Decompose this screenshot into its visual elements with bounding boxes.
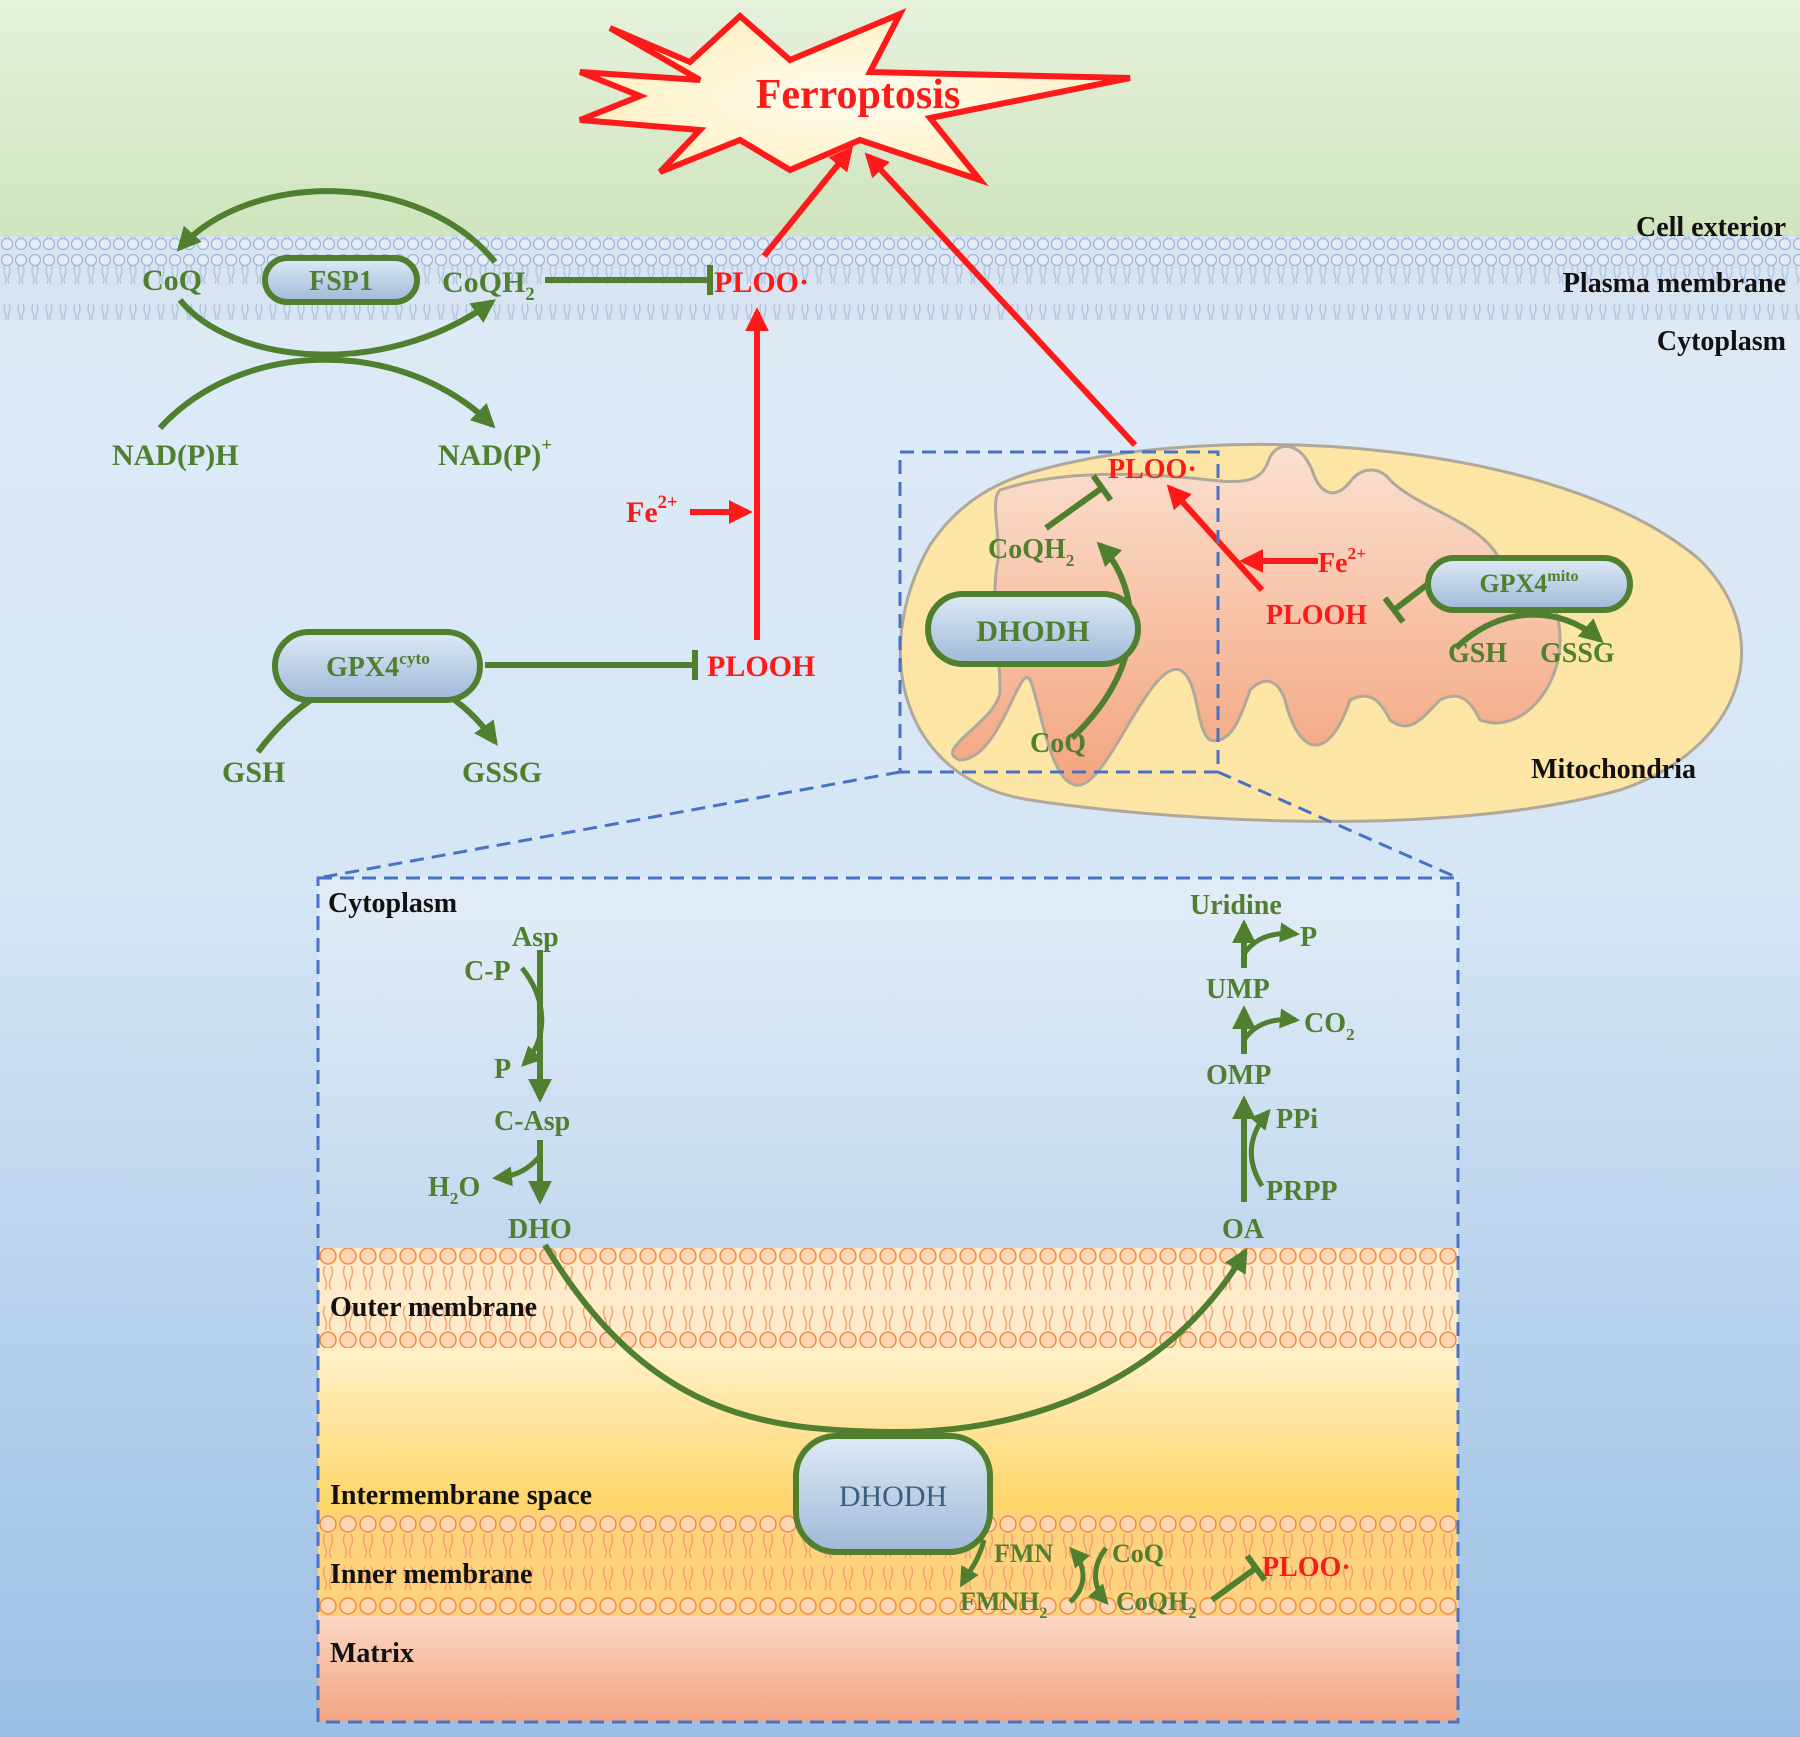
plasma-membrane-label: Plasma membrane (1563, 268, 1786, 299)
inset-intermembrane-label: Intermembrane space (330, 1480, 592, 1511)
gpx4-cyto-enzyme (272, 629, 483, 703)
inset-coqh2-inhibits-ploo (1210, 1554, 1268, 1603)
gpx4-mito-inhibits-plooh (1382, 581, 1430, 624)
inset-panel: Cytoplasm Outer membrane Intermembrane s… (316, 876, 1460, 1724)
nadph-label: NAD(P)H (112, 439, 239, 472)
fsp1-coqh2-label: CoQH2 (442, 266, 535, 305)
fmnh2-to-fmn-arrow (1068, 1546, 1091, 1604)
coq-to-coqh2-arrow (1087, 1546, 1109, 1606)
prpp-label: PRPP (1266, 1176, 1338, 1207)
casp-h2o-release-arrow (492, 1154, 542, 1187)
omp-co2-release-arrow (1241, 1008, 1300, 1042)
fsp1-bottom-arc-arrow (177, 298, 496, 358)
co2-label: CO2 (1304, 1008, 1355, 1044)
mito-coqh2-label: CoQH2 (988, 534, 1074, 570)
inset-coq-label: CoQ (1112, 1539, 1164, 1568)
inset-border (316, 876, 1460, 1724)
mito-fe-label: Fe2+ (1318, 544, 1366, 579)
h2o-label: H2O (428, 1172, 480, 1208)
ump-p-release-arrow (1241, 922, 1300, 956)
uridine-label: Uridine (1190, 890, 1282, 921)
mito-coq-label: CoQ (1030, 728, 1086, 759)
inset-coqh2-label: CoQH2 (1116, 1587, 1196, 1622)
cyto-plooh-label: PLOOH (707, 650, 815, 683)
cyto-fe-label: Fe2+ (626, 492, 678, 529)
fmn-label: FMN (994, 1539, 1053, 1568)
c-asp-label: C-Asp (494, 1106, 570, 1137)
nadp-label: NAD(P)+ (438, 435, 552, 472)
inset-ploo-label: PLOO· (1262, 1552, 1351, 1583)
mito-gsh-oxidation-arrow (1453, 611, 1604, 651)
p1-label: P (494, 1054, 511, 1085)
cell-exterior-label: Cell exterior (1636, 212, 1786, 243)
omp-label: OMP (1206, 1060, 1271, 1091)
cp-to-p-arrow (520, 966, 545, 1067)
inset-matrix-label: Matrix (330, 1638, 414, 1669)
mito-gssg-label: GSSG (1540, 638, 1615, 669)
asp-label: Asp (512, 922, 559, 953)
inset-inner-membrane-label: Inner membrane (330, 1559, 532, 1590)
prpp-to-ppi-arrow (1248, 1108, 1271, 1188)
ump-label: UMP (1206, 974, 1270, 1005)
ferroptosis-label: Ferroptosis (756, 72, 961, 118)
membrane-ploo-label: PLOO· (714, 266, 809, 299)
gpx4-mito-label: GPX4mito (1479, 568, 1578, 598)
inset-outer-membrane-lipids (318, 1248, 1458, 1348)
fsp1-enzyme (262, 255, 420, 305)
ppi-label: PPi (1276, 1104, 1318, 1135)
p2-label: P (1300, 922, 1317, 953)
mito-plooh-label: PLOOH (1266, 600, 1367, 631)
cyto-gsh-label: GSH (222, 756, 285, 789)
mito-plooh-to-ploo-arrow (1166, 484, 1265, 593)
inset-matrix-region (318, 1616, 1458, 1722)
gpx4-cyto-label: GPX4cyto (326, 649, 430, 683)
mito-ploo-to-ferroptosis-arrow (864, 152, 1138, 448)
ploo-to-ferroptosis-arrow (761, 146, 854, 258)
oa-label: OA (1222, 1214, 1265, 1245)
dhodh-to-fmn-arrow (959, 1539, 987, 1588)
fsp1-top-arc-arrow (176, 188, 498, 264)
nadph-oxidation-arrow (157, 356, 496, 431)
dho-to-oa-arc (542, 1243, 1248, 1436)
inset-dhodh-label: DHODH (839, 1480, 947, 1513)
mito-zoom-selection (898, 450, 1220, 774)
cp-label: C-P (464, 956, 511, 987)
fmnh2-label: FMNH2 (960, 1587, 1047, 1622)
fsp1-label: FSP1 (309, 266, 373, 297)
mito-dhodh-label: DHODH (976, 615, 1089, 648)
ferroptosis-burst (578, 8, 1131, 187)
dho-label: DHO (508, 1214, 572, 1245)
mito-gsh-label: GSH (1448, 638, 1507, 669)
cyto-gssg-label: GSSG (462, 756, 542, 789)
mitochondria-label: Mitochondria (1531, 754, 1696, 785)
mito-dhodh-enzyme (925, 591, 1141, 667)
inset-dhodh-enzyme (793, 1433, 993, 1555)
mito-ploo-label: PLOO· (1108, 454, 1197, 485)
cytoplasm-label: Cytoplasm (1657, 326, 1786, 357)
inset-outer-membrane-label: Outer membrane (330, 1292, 537, 1323)
mito-coqh2-inhibits-ploo (1044, 474, 1114, 531)
inset-cytoplasm-label: Cytoplasm (328, 888, 457, 919)
fsp1-coq-label: CoQ (142, 264, 202, 297)
zoom-line-left (317, 770, 901, 880)
